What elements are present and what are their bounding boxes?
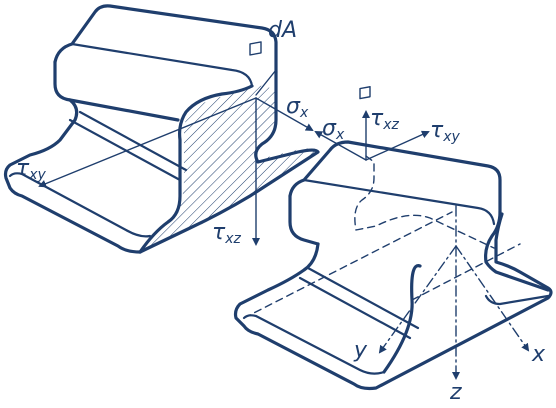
tau-xy-top-arrow — [365, 130, 430, 161]
left-rail-foot-outline — [3, 98, 142, 254]
right-rail-head-top — [288, 140, 502, 214]
left-rail-foot-line-2 — [78, 110, 188, 172]
right-rail-foot-back — [484, 294, 550, 306]
left-rail-head-edge — [70, 42, 254, 88]
dA-leader — [255, 69, 277, 96]
sigma-left-label: σx — [286, 94, 309, 121]
tau-xz-top-label: τxz — [370, 106, 399, 133]
sigma-left-arrow — [255, 97, 314, 131]
tau-xy-top-label: τxy — [430, 118, 460, 145]
dA-label: dA — [268, 18, 298, 43]
dA-element — [249, 41, 262, 56]
left-rail-foot-line-1 — [68, 118, 182, 182]
right-rail-web-back — [484, 210, 550, 292]
x-axis-label: x — [532, 342, 546, 367]
right-rail-foot-line-2 — [306, 266, 420, 330]
left-stress-arrows — [38, 97, 314, 246]
tau-xz-bottom-label: τxz — [212, 220, 241, 247]
x-axis — [455, 245, 530, 352]
right-element — [359, 86, 371, 100]
y-axis-label: y — [354, 338, 368, 363]
sigma-right-label: σx — [322, 116, 345, 143]
coordinate-axes — [378, 205, 530, 380]
y-axis — [378, 245, 457, 354]
right-rail-outline — [233, 212, 553, 391]
right-stress-arrows — [314, 110, 430, 161]
sigma-right-arrow — [314, 131, 367, 161]
tau-xy-left-label: τxy — [16, 156, 46, 183]
right-rail-head-edge — [302, 178, 496, 226]
right-rail-foot-line-1 — [298, 276, 412, 340]
left-rail-foot-top-edge — [8, 172, 152, 238]
right-rail-hidden-base-2 — [411, 243, 521, 301]
right-rail-head-side — [288, 194, 320, 246]
left-rail-head-top — [53, 4, 278, 74]
left-rail-web-outline — [138, 84, 254, 254]
right-rail-hidden-section — [354, 155, 495, 249]
right-rail-segment — [233, 86, 553, 391]
right-rail-hidden-base-1 — [243, 211, 453, 319]
left-rail-head-side — [53, 60, 180, 122]
z-axis-label: z — [450, 380, 462, 405]
tau-xy-left-arrow — [38, 97, 257, 188]
left-rail-cross-section-outline — [138, 70, 320, 254]
